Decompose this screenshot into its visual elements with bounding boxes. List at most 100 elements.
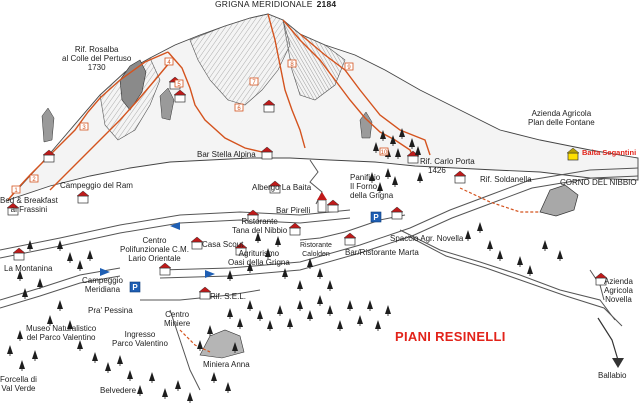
tree-crown: [57, 240, 63, 249]
tree-icon: [297, 280, 303, 291]
tree-crown: [297, 300, 303, 309]
trail-marker-number: 8: [290, 62, 294, 68]
house-roof: [288, 222, 302, 229]
tree-icon: [247, 300, 253, 311]
tree-crown: [17, 330, 23, 339]
house-icon: [6, 202, 20, 216]
trail-marker-icon[interactable]: 2: [29, 174, 39, 183]
tree-crown: [477, 222, 483, 231]
highlighted-house-icon[interactable]: [566, 147, 580, 161]
trail-marker-icon[interactable]: 3: [79, 122, 89, 131]
tree-crown: [385, 305, 391, 314]
trail-marker-icon[interactable]: 1: [11, 185, 21, 194]
tree-icon: [257, 310, 263, 321]
tree-icon: [37, 278, 43, 289]
trail-marker-box: [344, 62, 354, 71]
house-wall: [454, 175, 466, 184]
tree-crown: [277, 305, 283, 314]
church-icon: [317, 192, 327, 213]
tree-icon: [385, 305, 391, 316]
direction-arrows: [100, 222, 215, 278]
tree-icon: [317, 295, 323, 306]
house-icon: [390, 206, 404, 220]
house-roof: [566, 147, 580, 154]
tree-icon: [377, 182, 383, 193]
trail-marker-icon[interactable]: 7: [249, 77, 259, 86]
tree-icon: [47, 315, 53, 326]
label-line: Centro: [165, 310, 190, 319]
tree-icon: [277, 305, 283, 316]
house-icon: [158, 262, 172, 276]
label-line: Novella: [605, 295, 632, 304]
tree-icon: [77, 340, 83, 351]
label-belvedere: Belvedere: [100, 386, 137, 395]
tree-icon: [369, 172, 375, 183]
trail-marker-number: 1: [14, 188, 18, 194]
label-line: Miniere: [164, 319, 191, 328]
label-line: Oasi della Grigna: [228, 258, 290, 267]
tree-icon: [211, 372, 217, 383]
tree-crown: [390, 135, 396, 144]
house-icon: [594, 272, 608, 286]
tree-icon: [232, 342, 238, 353]
tree-crown: [369, 172, 375, 181]
tree-crown: [380, 130, 386, 139]
parking-icon[interactable]: P: [129, 281, 141, 293]
house-wall: [567, 152, 579, 161]
tree-icon: [57, 240, 63, 251]
label-line: Ristorante: [300, 242, 332, 249]
label-spaccio-novella: Spaccio Agr. Novella: [390, 234, 464, 243]
tree-icon: [357, 315, 363, 326]
tree-crown: [417, 172, 423, 181]
house-wall: [43, 154, 55, 163]
tree-crown: [297, 280, 303, 289]
tree-icon: [527, 265, 533, 276]
trail-marker-icon[interactable]: 4: [164, 57, 174, 66]
label-line: 1426: [428, 166, 446, 175]
house-icon: [173, 89, 187, 103]
label-line: Parco Valentino: [112, 339, 168, 348]
tree-crown: [211, 372, 217, 381]
tree-crown: [267, 320, 273, 329]
tree-icon: [415, 146, 421, 157]
label-rif-soldanella: Rif. Soldanella: [480, 175, 532, 184]
tree-icon: [247, 262, 253, 273]
label-baita-segantini[interactable]: Baita Segantini: [582, 148, 637, 157]
house-icon: [234, 242, 248, 256]
tree-crown: [517, 256, 523, 265]
tree-crown: [395, 148, 401, 157]
house-wall: [263, 104, 275, 113]
house-icon: [76, 190, 90, 204]
church-roof: [317, 192, 327, 200]
house-wall: [77, 195, 89, 204]
house-icon: [326, 199, 340, 213]
tree-crown: [392, 176, 398, 185]
parking-letter: P: [373, 213, 379, 222]
tree-icon: [375, 320, 381, 331]
rock-face-east: [282, 19, 346, 101]
tree-icon: [7, 345, 13, 356]
trail-marker-icon[interactable]: 8: [287, 59, 297, 68]
label-bar-pirelli: Bar Pirelli: [276, 206, 311, 215]
tree-icon: [317, 268, 323, 279]
tree-crown: [377, 182, 383, 191]
tree-icon: [337, 320, 343, 331]
rock-face-center: [189, 13, 291, 106]
trail-marker-icon[interactable]: 6: [234, 103, 244, 112]
trail-marker-icon[interactable]: 5: [174, 79, 184, 88]
tree-icon: [327, 280, 333, 291]
label-line: Lario Orientale: [128, 254, 181, 263]
label-line: al Colle del Pertuso: [62, 54, 132, 63]
tree-crown: [385, 168, 391, 177]
label-rif-carlo-porta: Rif. Carlo Porta 1426: [420, 157, 475, 175]
parking-icon[interactable]: P: [370, 211, 382, 223]
tree-icon: [67, 252, 73, 263]
house-roof: [260, 146, 274, 153]
trail-marker-icon[interactable]: 10: [379, 147, 389, 156]
tree-crown: [399, 128, 405, 137]
tree-icon: [265, 248, 271, 259]
tree-icon: [227, 308, 233, 319]
label-line: Agricola: [604, 286, 633, 295]
trail-marker-icon[interactable]: 9: [344, 62, 354, 71]
peak-elevation: 2184: [316, 0, 337, 9]
